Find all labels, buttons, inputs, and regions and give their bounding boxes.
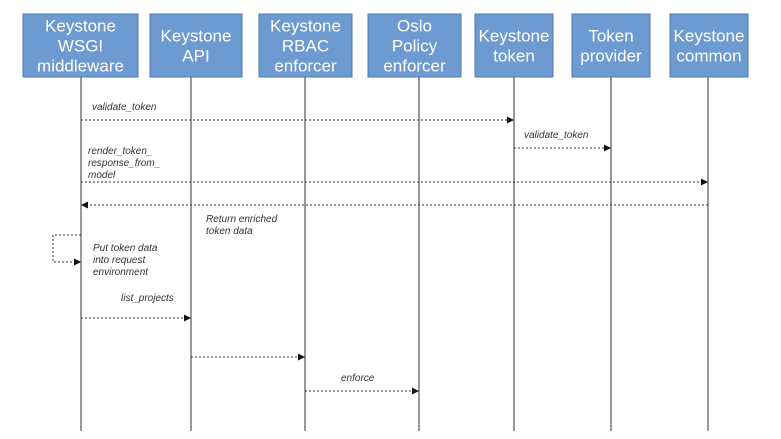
- actor-box: [258, 13, 353, 78]
- actor-label: WSGI: [58, 37, 103, 56]
- message-label: into request: [93, 255, 146, 266]
- message-label: response_from_: [88, 158, 160, 169]
- actor-label: enforcer: [274, 57, 337, 76]
- actor-label: enforcer: [383, 57, 446, 76]
- actor-label: common: [676, 47, 741, 66]
- message-label: list_projects: [121, 293, 174, 304]
- actor-box: [571, 13, 651, 78]
- actor-box: [669, 13, 749, 78]
- actor-label: Keystone: [45, 17, 116, 36]
- message-2: validate_token: [514, 130, 611, 152]
- message-label: token data: [206, 226, 253, 237]
- actor-box: [149, 13, 243, 78]
- actor-box: [367, 13, 462, 78]
- message-6: list_projects: [81, 293, 191, 322]
- actor-label: API: [182, 47, 209, 66]
- message-label: validate_token: [92, 102, 157, 113]
- message-8: enforce: [305, 373, 419, 395]
- message-label: enforce: [341, 373, 375, 384]
- actor-label: Keystone: [270, 17, 341, 36]
- message-1: validate_token: [81, 102, 514, 124]
- message-label: model: [88, 170, 116, 181]
- actor-label: Token: [588, 27, 633, 46]
- actor-label: RBAC: [282, 37, 329, 56]
- actor-box: [474, 13, 554, 78]
- actor-label: provider: [580, 47, 642, 66]
- actor-label: Keystone: [674, 27, 745, 46]
- actor-label: Keystone: [161, 27, 232, 46]
- actor-label: token: [493, 47, 535, 66]
- message-label: environment: [93, 267, 149, 278]
- message-label: render_token_: [88, 146, 153, 157]
- message-label: validate_token: [524, 130, 589, 141]
- actor-label: Keystone: [479, 27, 550, 46]
- message-label: Put token data: [93, 243, 158, 254]
- message-arrow: [52, 234, 81, 266]
- actor-box: [22, 13, 139, 78]
- actor-label: middleware: [37, 57, 124, 76]
- message-3: render_token_response_from_model: [81, 146, 708, 186]
- actor-label: Oslo: [397, 17, 432, 36]
- actor-label: Policy: [392, 37, 438, 56]
- message-label: Return enriched: [206, 214, 278, 225]
